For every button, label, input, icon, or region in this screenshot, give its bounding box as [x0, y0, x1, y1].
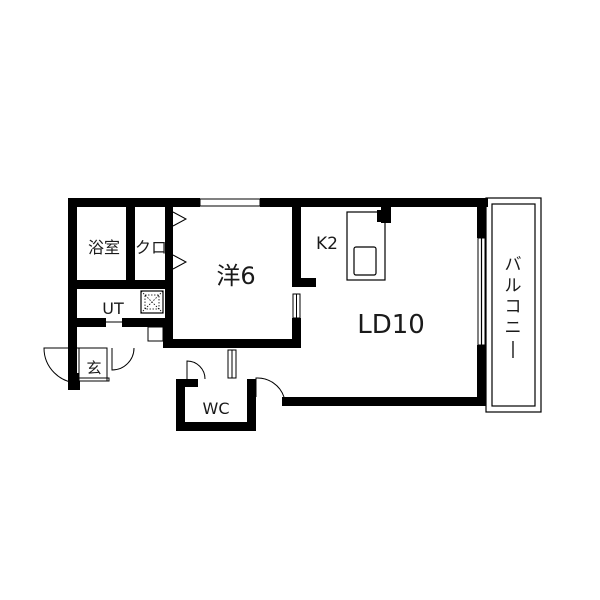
balcony-label: バルコニ| — [505, 255, 522, 359]
balcony — [485, 197, 542, 413]
room-label-western: 洋6 — [216, 262, 255, 290]
room-label-bath: 浴室 — [88, 238, 120, 257]
room-label-ld: LD10 — [357, 310, 425, 340]
room-label-wc: WC — [203, 399, 230, 418]
top-window — [199, 198, 261, 207]
washer-icon — [140, 290, 164, 314]
room-label-kitchen: K2 — [316, 234, 338, 254]
balcony-window — [477, 237, 486, 346]
room-label-entrance: 玄 — [86, 359, 101, 377]
room-label-closet: クロ — [135, 238, 167, 257]
doors — [43, 211, 301, 398]
room-label-ut: UT — [102, 299, 124, 318]
fixtures — [101, 210, 389, 314]
room-labels: 浴室 クロ 洋6 K2 LD10 UT 玄 WC — [86, 234, 424, 418]
room-label-balcony: バルコニ| — [505, 255, 522, 359]
